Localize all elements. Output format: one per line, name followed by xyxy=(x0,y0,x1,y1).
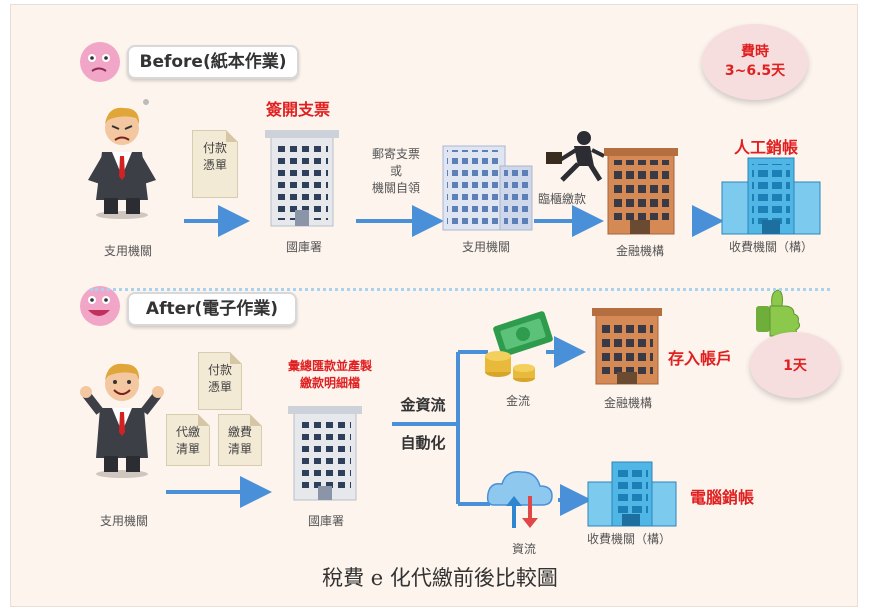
voucher-line1: 付款 xyxy=(202,141,227,155)
voucher-after-line1: 付款 xyxy=(207,363,232,377)
node-collector-before: 收費機關（構） xyxy=(728,240,813,254)
happy-man-icon xyxy=(80,363,164,478)
treasury-building-before xyxy=(265,130,339,227)
mail-or-pickup-label: 郵寄支票 或 機關自領 xyxy=(356,146,436,197)
node-treasury-after: 國庫署 xyxy=(307,514,344,528)
money-icon xyxy=(485,311,553,382)
aggregate-line2: 繳款明細檔 xyxy=(299,376,360,390)
section-divider xyxy=(90,288,830,291)
mail-line2: 或 xyxy=(389,164,402,178)
face-icon-after xyxy=(80,286,120,326)
voucher-after-line2: 憑單 xyxy=(207,380,232,394)
agent-list-line1: 代繳 xyxy=(175,425,200,439)
cloud-transfer-icon xyxy=(486,471,553,528)
payment-list-line2: 清單 xyxy=(227,442,252,456)
node-treasury-before: 國庫署 xyxy=(285,240,322,254)
time-bubble-before-line1: 費時 xyxy=(741,44,769,60)
node-bank-after: 金融機構 xyxy=(603,396,652,410)
face-icon-before xyxy=(80,42,120,82)
collector-building-before xyxy=(721,157,821,235)
node-agency-2-before: 支用機關 xyxy=(461,240,510,254)
bank-building-before xyxy=(604,148,678,235)
computer-writeoff-label: 電腦銷帳 xyxy=(690,488,755,507)
mail-line3: 機關自領 xyxy=(371,181,420,195)
agent-list-doc: 代繳 清單 xyxy=(166,414,210,466)
automation-line1: 金資流 xyxy=(400,396,446,414)
aggregate-line1: 彙總匯款並產製 xyxy=(287,359,372,373)
branch-flow-lines xyxy=(392,350,490,506)
agency-building-before xyxy=(442,145,533,231)
node-bank-before: 金融機構 xyxy=(615,244,664,258)
before-label: Before(紙本作業) xyxy=(127,45,299,79)
thumbs-up-icon xyxy=(756,289,801,337)
money-flow-label: 金流 xyxy=(505,394,530,408)
payment-voucher-doc-after: 付款 憑單 xyxy=(198,352,242,410)
time-bubble-after: 1天 xyxy=(750,332,840,398)
payment-list-doc: 繳費 清單 xyxy=(218,414,262,466)
automation-line2: 自動化 xyxy=(400,434,446,452)
time-bubble-before-line2: 3~6.5天 xyxy=(724,63,786,79)
voucher-line2: 憑單 xyxy=(202,158,227,172)
diagram-caption: 稅費 e 化代繳前後比較圖 xyxy=(322,566,558,590)
payment-voucher-doc-before: 付款 憑單 xyxy=(192,130,238,198)
issue-check-label: 簽開支票 xyxy=(266,100,331,119)
running-man-icon xyxy=(546,131,605,182)
manual-writeoff-label: 人工銷帳 xyxy=(734,138,799,157)
after-label: After(電子作業) xyxy=(127,292,297,326)
mail-line1: 郵寄支票 xyxy=(371,147,420,161)
deposit-label: 存入帳戶 xyxy=(668,349,733,368)
info-flow-label: 資流 xyxy=(511,542,536,556)
angry-man-icon xyxy=(88,99,156,219)
node-collector-after: 收費機關（構） xyxy=(586,532,671,546)
agent-list-line2: 清單 xyxy=(175,442,200,456)
aggregate-label: 彙總匯款並產製 繳款明細檔 xyxy=(274,358,386,392)
payment-list-line1: 繳費 xyxy=(227,425,252,439)
treasury-building-after xyxy=(288,406,362,501)
collector-building-after xyxy=(587,461,677,527)
bank-building-after xyxy=(592,308,662,385)
counter-payment-label: 臨櫃繳款 xyxy=(538,192,587,206)
node-agency-before: 支用機關 xyxy=(103,244,152,258)
node-agency-after: 支用機關 xyxy=(99,514,148,528)
time-bubble-before: 費時 3~6.5天 xyxy=(702,24,808,100)
